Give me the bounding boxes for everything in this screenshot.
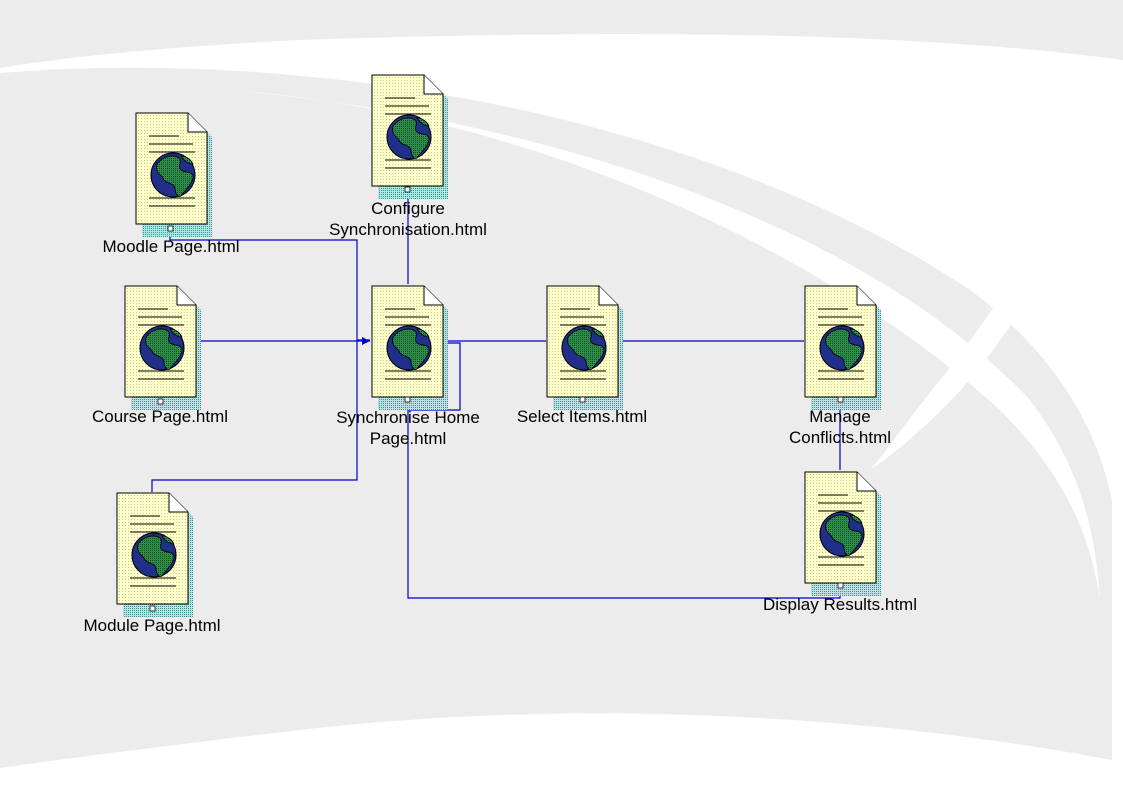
web-page-globe-icon xyxy=(804,285,882,410)
node-display-results[interactable] xyxy=(804,471,882,596)
connection-point xyxy=(579,396,586,403)
connector-moodle-home xyxy=(169,232,370,341)
connection-point xyxy=(167,225,174,232)
node-select-items[interactable] xyxy=(546,285,624,410)
background-white-arc xyxy=(230,90,1100,600)
node-configure-synchronisation[interactable] xyxy=(371,74,449,199)
connection-point xyxy=(149,605,156,612)
node-label-home-line1: Synchronise Home xyxy=(336,408,480,427)
web-page-globe-icon xyxy=(546,285,624,410)
connection-point xyxy=(837,582,844,589)
node-moodle-page[interactable] xyxy=(135,112,213,237)
node-course-page[interactable] xyxy=(124,285,202,410)
background-grey-top xyxy=(0,0,1123,68)
web-page-globe-icon xyxy=(116,492,194,617)
web-page-globe-icon xyxy=(804,471,882,596)
web-page-globe-icon xyxy=(135,112,213,237)
node-module-page[interactable] xyxy=(116,492,194,617)
web-page-globe-icon xyxy=(371,285,449,410)
node-label-module: Module Page.html xyxy=(83,616,221,635)
connection-point xyxy=(404,186,411,193)
node-label-home-line2: Page.html xyxy=(369,429,447,448)
node-label-manage-line2: Conflicts.html xyxy=(788,428,892,447)
node-label-configure-line1: Configure xyxy=(371,199,445,218)
connector-home-loop xyxy=(408,342,461,411)
node-label-select: Select Items.html xyxy=(516,407,648,426)
node-synchronise-home[interactable] xyxy=(371,285,449,410)
arrowhead-home xyxy=(362,337,370,345)
connection-point xyxy=(404,396,411,403)
node-manage-conflicts[interactable] xyxy=(804,285,882,410)
node-label-results: Display Results.html xyxy=(763,595,917,614)
node-label-moodle: Moodle Page.html xyxy=(102,237,240,256)
connection-point xyxy=(157,398,164,405)
node-label-course: Course Page.html xyxy=(91,407,229,426)
node-label-configure-line2: Synchronisation.html xyxy=(329,220,487,239)
node-label-manage-line1: Manage xyxy=(809,407,871,426)
web-page-globe-icon xyxy=(371,74,449,199)
connector-module-home xyxy=(151,340,358,492)
web-page-globe-icon xyxy=(124,285,202,410)
connection-point xyxy=(837,396,844,403)
